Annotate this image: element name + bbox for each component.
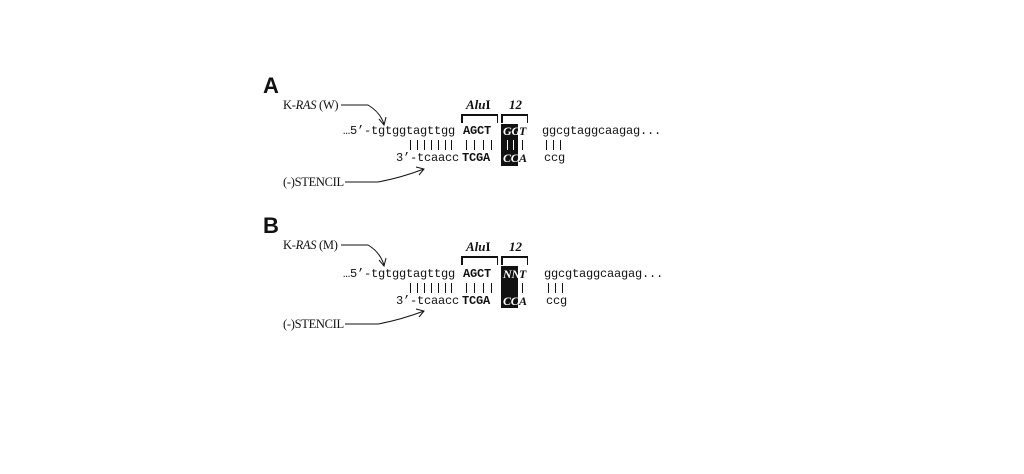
panel-b-bottom-strand-prefix: 3’-tcaacc	[396, 294, 460, 308]
gene-name: RAS	[295, 238, 317, 252]
panel-b-codon-bracket-right	[526, 256, 528, 265]
panel-a-codon-bracket-top	[501, 114, 528, 116]
panel-a-top-strand-tail: ggcgtaggcaagag...	[542, 124, 662, 138]
panel-a-stencil-label: (-)STENCIL	[283, 175, 344, 189]
panel-a-top-after-codon: T	[519, 124, 527, 138]
panel-a-codon-bracket-right	[526, 114, 528, 123]
panel-a-codon-label: 12	[509, 97, 522, 112]
panel-b-gene-label: K-RAS (M)	[283, 239, 338, 252]
panel-b-codon-label: 12	[509, 239, 522, 254]
panel-a-letter: A	[263, 73, 279, 98]
panel-a-bottom-strand-prefix: 3’-tcaacc	[396, 151, 460, 165]
panel-b-alui-label: AluI	[466, 239, 491, 254]
panel-b-stencil-arrow	[345, 310, 425, 325]
panel-a-bottom-after-codon: A	[519, 151, 527, 165]
panel-a-bottom-strand-site: TCGA	[462, 151, 491, 165]
panel-a-bottom-strand-tail: ccg	[544, 151, 566, 165]
panel-b-top-strand-site: AGCT	[463, 267, 492, 281]
panel-a-top-strand-site: AGCT	[463, 124, 492, 138]
panel-b-codon-highlight	[501, 266, 518, 308]
panel-b-alui-bracket-right	[496, 256, 498, 265]
panel-a-bottom-codon: CC	[503, 151, 519, 165]
panel-b-stencil-label: (-)STENCIL	[283, 317, 344, 331]
panel-b-bottom-strand-tail: ccg	[546, 294, 568, 308]
panel-a-alui-bracket-right	[496, 114, 498, 123]
gene-allele: (W)	[316, 98, 339, 112]
panel-a-stencil-arrow	[345, 168, 425, 183]
panel-b-bottom-strand-site: TCGA	[462, 294, 491, 308]
panel-b-codon-bracket-left	[501, 256, 503, 265]
gene-allele: (M)	[316, 238, 338, 252]
panel-a-alui-bracket-left	[461, 114, 463, 123]
panel-b-alui-bracket-top	[461, 256, 498, 258]
panel-b-top-strand-prefix: …5’-tgtggtagttgg	[343, 267, 456, 281]
panel-a-gene-arrow	[341, 104, 385, 125]
panel-b-top-after-codon: T	[519, 267, 527, 281]
panel-a-codon-bracket-left	[501, 114, 503, 123]
gene-name: RAS	[295, 98, 317, 112]
panel-b-top-codon: NN	[503, 267, 520, 281]
panel-a-codon-highlight	[501, 124, 518, 166]
panel-b-bottom-after-codon: A	[519, 294, 527, 308]
panel-b-alui-bracket-left	[461, 256, 463, 265]
panel-a-alui-bracket-top	[461, 114, 498, 116]
panel-b-top-strand-tail: ggcgtaggcaagag...	[544, 267, 664, 281]
panel-b-codon-bracket-top	[501, 256, 528, 258]
gene-prefix: K-	[283, 98, 296, 112]
panel-b-letter: B	[263, 213, 279, 238]
panel-b-gene-arrow	[341, 244, 385, 266]
panel-a-top-codon: GG	[503, 124, 520, 138]
gene-prefix: K-	[283, 238, 296, 252]
panel-a-alui-label: AluI	[466, 97, 491, 112]
panel-a-top-strand-prefix: …5’-tgtggtagttgg	[343, 124, 456, 138]
panel-a-gene-label: K-RAS (W)	[283, 98, 339, 112]
panel-b-bottom-codon: CC	[503, 294, 519, 308]
